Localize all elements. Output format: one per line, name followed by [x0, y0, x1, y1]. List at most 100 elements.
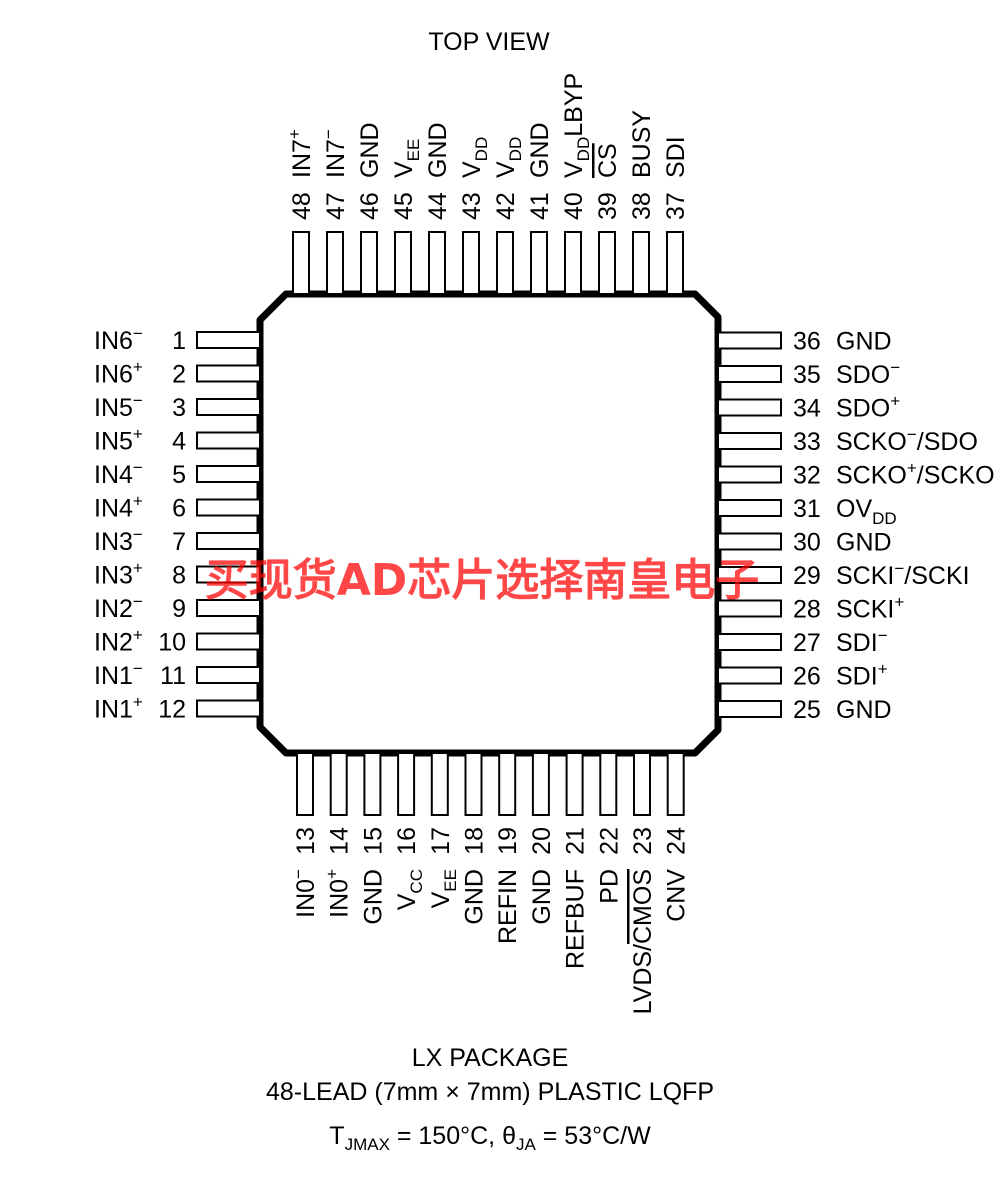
pin-number-1: 1	[172, 327, 186, 355]
pin-number-36: 36	[793, 328, 821, 356]
pin-number-20: 20	[528, 827, 556, 855]
pin-label-35: SDO−	[836, 358, 900, 389]
pin-label-5: IN4−	[94, 458, 143, 489]
pin-number-2: 2	[172, 361, 186, 389]
pin-number-16: 16	[393, 827, 421, 855]
pin-lead-41	[530, 231, 548, 295]
pin-lead-21	[565, 752, 584, 816]
pin-number-13: 13	[292, 827, 320, 855]
pin-lead-6	[196, 498, 261, 517]
pin-label-33: SCKO−/SDO	[836, 425, 978, 456]
pin-number-28: 28	[793, 596, 821, 624]
pin-lead-3	[196, 398, 261, 416]
pin-number-45: 45	[390, 192, 418, 220]
pin-number-27: 27	[793, 629, 821, 657]
pin-lead-40	[564, 231, 582, 295]
pin-label-28: SCKI+	[836, 593, 904, 624]
thermal-spec: TJMAX = 150°C, θJA = 53°C/W	[329, 1122, 651, 1154]
pin-label-43: VDD	[458, 137, 491, 178]
pin-number-37: 37	[662, 192, 690, 220]
pin-lead-18	[464, 752, 483, 816]
pin-label-17: VEE	[427, 869, 460, 908]
pin-label-44: GND	[424, 122, 452, 178]
pin-lead-15	[363, 752, 382, 816]
pin-number-29: 29	[793, 562, 821, 590]
pin-label-32: SCKO+/SCKO	[836, 459, 995, 490]
pin-lead-26	[717, 666, 782, 685]
pin-label-3: IN5−	[94, 391, 143, 422]
pin-number-40: 40	[560, 192, 588, 220]
pin-number-46: 46	[356, 192, 384, 220]
watermark: 买现货AD芯片选择南皇电子	[205, 555, 760, 606]
pin-lead-5	[196, 465, 261, 483]
pin-lead-9	[196, 599, 261, 617]
pin-label-24: CNV	[663, 869, 691, 922]
pin-lead-32	[717, 465, 782, 484]
pin-label-25: GND	[836, 696, 892, 724]
pin-label-4: IN5+	[94, 425, 143, 456]
pin-label-13: IN0−	[289, 869, 320, 918]
pin-number-11: 11	[160, 662, 186, 690]
pin-label-2: IN6+	[94, 358, 143, 389]
pin-label-27: SDI−	[836, 626, 888, 657]
pin-label-8: IN3+	[94, 559, 143, 590]
pin-lead-35	[717, 365, 782, 383]
pin-number-34: 34	[793, 395, 821, 423]
pin-label-39: CS	[594, 143, 622, 178]
pin-lead-8	[196, 565, 261, 584]
pin-lead-39	[598, 231, 616, 295]
pin-lead-31	[717, 499, 782, 517]
pin-number-48: 48	[288, 192, 316, 220]
pin-number-18: 18	[461, 827, 489, 855]
pin-number-25: 25	[793, 696, 821, 724]
pin-label-23: LVDS/CMOS	[629, 869, 657, 1014]
pin-lead-43	[462, 231, 480, 295]
pin-lead-42	[496, 231, 514, 295]
pin-lead-4	[196, 431, 261, 450]
pin-number-10: 10	[158, 629, 186, 657]
pin-label-11: IN1−	[94, 659, 143, 690]
pin-number-42: 42	[492, 192, 520, 220]
pin-lead-33	[717, 432, 782, 450]
pin-label-29: SCKI−/SCKI	[836, 559, 970, 590]
pin-number-31: 31	[793, 495, 821, 523]
pin-lead-14	[329, 752, 348, 816]
pin-label-6: IN4+	[94, 492, 143, 523]
pin-lead-46	[360, 231, 378, 295]
pin-lead-24	[666, 752, 685, 816]
pin-number-44: 44	[424, 192, 452, 220]
pin-label-1: IN6−	[94, 324, 143, 355]
pins-bottom: 13IN0−14IN0+15GND16VCC17VEE18GND19REFIN2…	[289, 752, 691, 1014]
pin-lead-22	[599, 752, 618, 816]
pin-lead-2	[196, 364, 261, 383]
pin-lead-23	[633, 752, 651, 816]
pin-number-47: 47	[322, 192, 350, 220]
pin-label-47: IN7−	[319, 129, 350, 178]
pin-lead-44	[428, 231, 446, 295]
pin-label-22: PD	[595, 869, 623, 904]
pin-number-35: 35	[793, 361, 821, 389]
pin-number-32: 32	[793, 462, 821, 490]
pin-number-33: 33	[793, 428, 821, 456]
pin-text-47: 47 IN7−	[319, 129, 350, 220]
pin-label-36: GND	[836, 328, 892, 356]
pins-left: 1IN6−2IN6+3IN5−4IN5+5IN4−6IN4+7IN3−8IN3+…	[94, 324, 261, 724]
pin-lead-30	[717, 532, 782, 551]
pin-lead-1	[196, 331, 261, 349]
pin-number-19: 19	[494, 827, 522, 855]
pin-lead-48	[292, 231, 310, 295]
